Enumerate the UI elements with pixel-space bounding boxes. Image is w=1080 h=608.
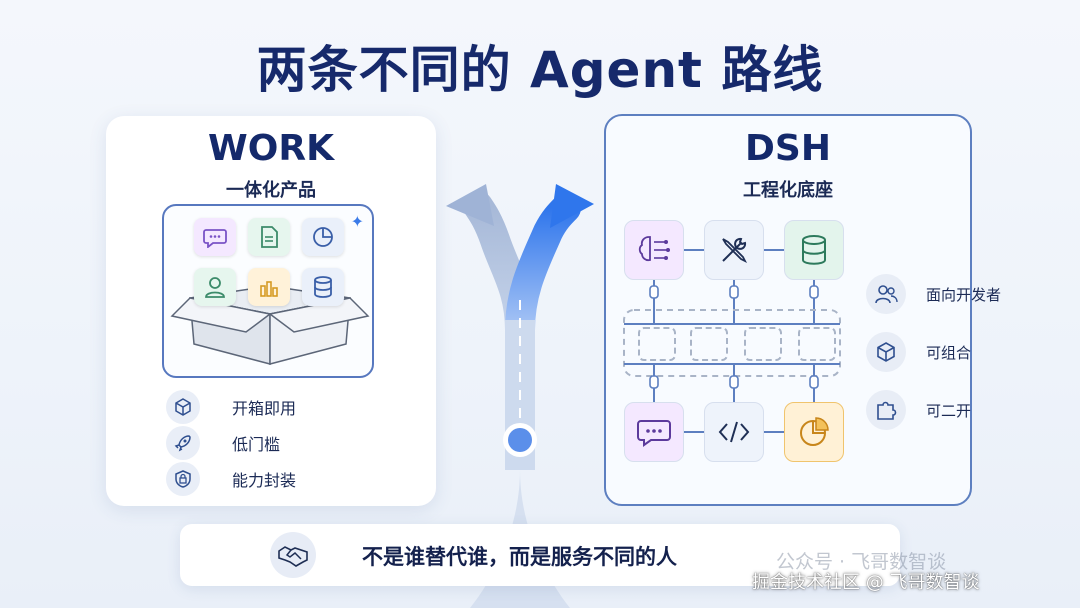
cube-icon xyxy=(866,332,906,372)
pie-chart-icon xyxy=(784,402,844,462)
watermark-official-account: 公众号 · 飞哥数智谈 xyxy=(776,551,947,573)
trait-item: 面向开发者 xyxy=(866,274,1001,314)
tools-icon xyxy=(704,220,764,280)
summary-text: 不是谁替代谁，而是服务不同的人 xyxy=(362,545,677,569)
node-connectors xyxy=(623,249,841,433)
document-icon xyxy=(248,218,290,256)
dsh-subtitle: 工程化底座 xyxy=(743,180,833,201)
dsh-title: DSH xyxy=(745,128,831,169)
empty-slot xyxy=(744,327,782,361)
sparkle-icon: ✦ xyxy=(350,212,364,231)
arrow-right-head xyxy=(550,184,594,228)
feature-item: 低门槛 xyxy=(166,426,280,460)
work-subtitle: 一体化产品 xyxy=(226,180,316,201)
empty-slot xyxy=(638,327,676,361)
users-icon xyxy=(866,274,906,314)
feature-label: 能力封装 xyxy=(232,471,297,490)
brain-circuit-icon xyxy=(624,220,684,280)
chat-icon xyxy=(194,218,236,256)
trait-item: 可组合 xyxy=(866,332,971,372)
code-icon xyxy=(704,402,764,462)
empty-slot xyxy=(798,327,836,361)
feature-label: 开箱即用 xyxy=(232,399,297,418)
trait-label: 面向开发者 xyxy=(926,285,1002,304)
dsh-panel: DSH 工程化底座 xyxy=(604,114,972,506)
feature-label: 低门槛 xyxy=(232,435,281,454)
feature-item: 能力封装 xyxy=(166,462,296,496)
trait-label: 可组合 xyxy=(926,343,972,362)
work-title: WORK xyxy=(208,128,334,169)
page-title: 两条不同的 Agent 路线 xyxy=(256,41,824,99)
user-icon xyxy=(194,268,236,306)
watermark-community: 掘金技术社区 @ 飞哥数智谈 xyxy=(752,572,980,593)
product-box-frame: ✦ xyxy=(162,204,374,378)
lock-shield-icon xyxy=(166,462,200,496)
empty-slot xyxy=(690,327,728,361)
trait-item: 可二开 xyxy=(866,390,971,430)
bar-chart-icon xyxy=(248,268,290,306)
trait-label: 可二开 xyxy=(926,401,972,420)
rocket-icon xyxy=(166,426,200,460)
cube-icon xyxy=(166,390,200,424)
handshake-icon xyxy=(270,532,316,578)
pie-chart-icon xyxy=(302,218,344,256)
arrow-left-head xyxy=(446,184,494,226)
summary-banner: 不是谁替代谁，而是服务不同的人 xyxy=(180,524,900,586)
road-right-branch xyxy=(505,193,581,345)
chat-icon xyxy=(624,402,684,462)
feature-item: 开箱即用 xyxy=(166,390,296,424)
database-icon xyxy=(784,220,844,280)
database-icon xyxy=(302,268,344,306)
work-panel: WORK 一体化产品 ✦ xyxy=(106,116,436,506)
puzzle-icon xyxy=(866,390,906,430)
